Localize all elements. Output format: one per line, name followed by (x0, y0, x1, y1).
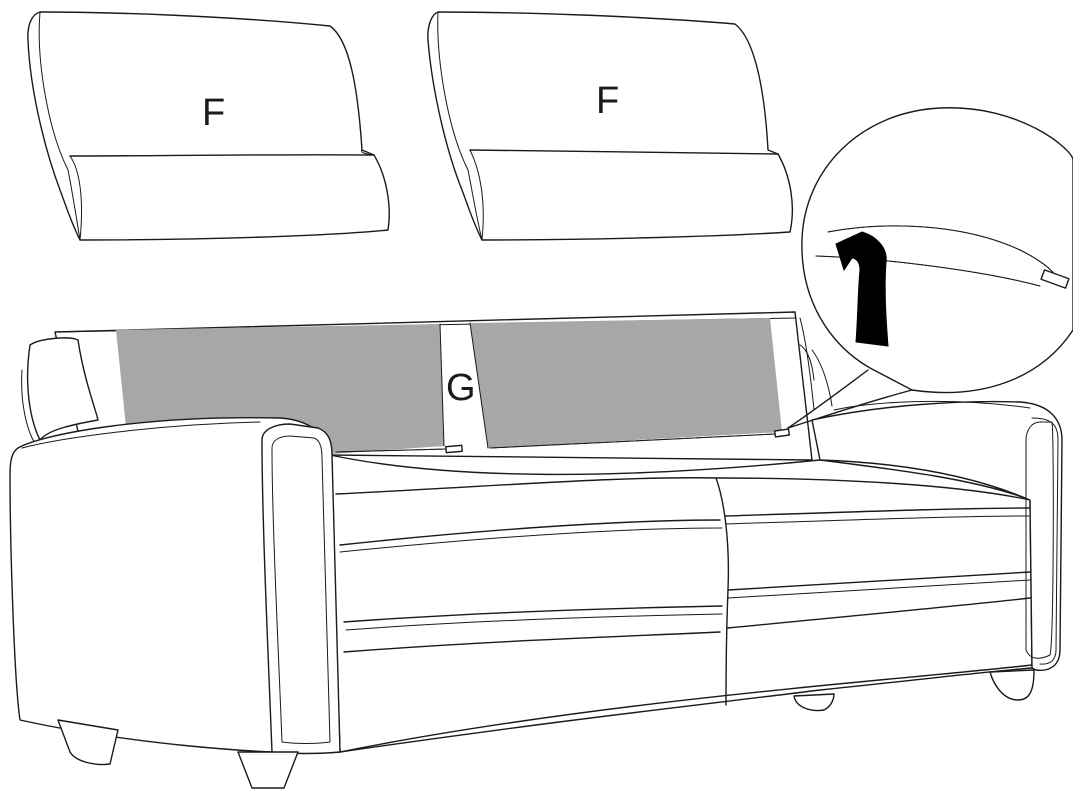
back-cushion-right-label: F (596, 80, 619, 122)
zipper-slider-icon (1040, 269, 1070, 289)
leg-back-middle (793, 693, 835, 712)
zipper-left (335, 444, 463, 454)
back-panel-right (470, 318, 782, 448)
back-cushion-left: F (27, 11, 390, 241)
back-frame-label: G (446, 367, 476, 409)
curved-arrow-icon (835, 231, 889, 347)
sofa: G (9, 311, 1063, 789)
leg-right (989, 669, 1035, 701)
zipper-right (489, 428, 791, 449)
leg-front-left (57, 719, 119, 766)
back-cushion-right: F (427, 11, 794, 241)
zipper-detail-callout (787, 107, 1073, 429)
back-cushion-left-label: F (202, 92, 225, 134)
leg-front-center (237, 751, 299, 789)
